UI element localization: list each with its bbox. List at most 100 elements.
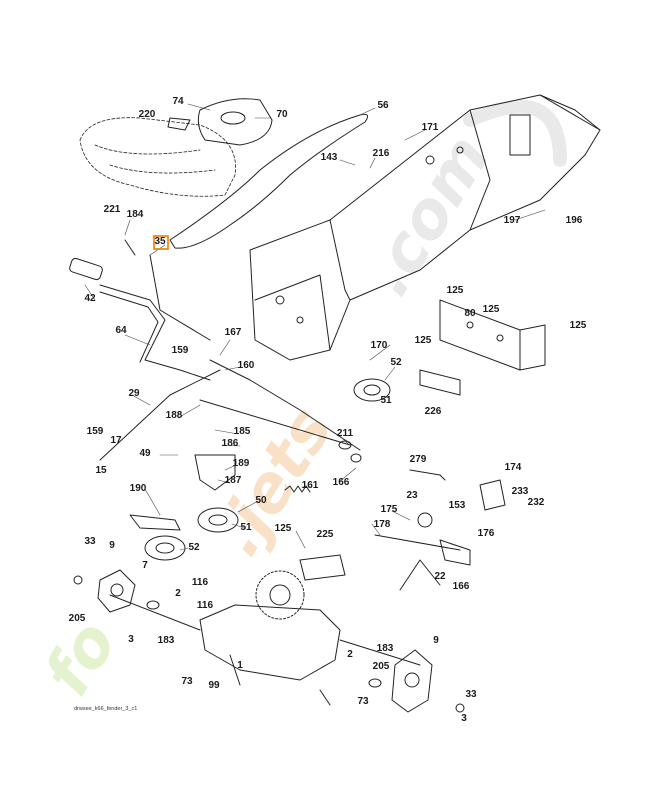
drive-belt bbox=[169, 113, 369, 249]
part-label-220: 220 bbox=[139, 109, 156, 120]
part-label-2: 2 bbox=[175, 588, 181, 599]
part-label-42: 42 bbox=[84, 293, 96, 304]
part-label-52: 52 bbox=[390, 357, 402, 368]
dash-cover-part bbox=[167, 98, 273, 146]
part-label-171: 171 bbox=[422, 122, 439, 133]
part-label-186: 186 bbox=[222, 438, 239, 449]
highlight-box bbox=[153, 235, 169, 250]
transaxle bbox=[109, 570, 421, 681]
pulley-52-upper bbox=[353, 378, 391, 402]
part-label-178: 178 bbox=[374, 519, 391, 530]
part-label-167: 167 bbox=[225, 327, 242, 338]
spring-161 bbox=[284, 485, 311, 493]
part-label-74: 74 bbox=[172, 96, 184, 107]
part-label-190: 190 bbox=[130, 483, 147, 494]
part-label-125: 125 bbox=[415, 335, 432, 346]
part-label-183: 183 bbox=[158, 635, 175, 646]
part-label-22: 22 bbox=[434, 571, 446, 582]
part-label-56: 56 bbox=[377, 100, 389, 111]
part-label-3: 3 bbox=[128, 634, 134, 645]
part-label-49: 49 bbox=[139, 448, 151, 459]
part-label-99: 99 bbox=[208, 680, 220, 691]
part-label-9: 9 bbox=[109, 540, 115, 551]
part-label-33: 33 bbox=[465, 689, 477, 700]
part-label-184: 184 bbox=[127, 209, 144, 220]
part-label-50: 50 bbox=[255, 495, 267, 506]
svg-text:.jets: .jets bbox=[201, 395, 348, 568]
part-label-73: 73 bbox=[357, 696, 369, 707]
part-label-23: 23 bbox=[406, 490, 418, 501]
part-label-3: 3 bbox=[461, 713, 467, 724]
part-label-15: 15 bbox=[95, 465, 107, 476]
part-label-205: 205 bbox=[373, 661, 390, 672]
hub-right bbox=[391, 649, 433, 713]
part-label-174: 174 bbox=[505, 462, 522, 473]
part-label-125: 125 bbox=[570, 320, 587, 331]
part-label-1: 1 bbox=[237, 660, 243, 671]
part-label-166: 166 bbox=[333, 477, 350, 488]
part-label-205: 205 bbox=[69, 613, 86, 624]
part-label-232: 232 bbox=[528, 497, 545, 508]
rod-29 bbox=[99, 369, 221, 461]
part-label-70: 70 bbox=[276, 109, 288, 120]
bracket-plate bbox=[439, 299, 546, 371]
part-label-279: 279 bbox=[410, 454, 427, 465]
part-label-73: 73 bbox=[181, 676, 193, 687]
lever-assembly bbox=[374, 469, 506, 591]
bracket-190 bbox=[129, 514, 181, 531]
bracket-226 bbox=[419, 369, 461, 396]
part-label-175: 175 bbox=[381, 504, 398, 515]
part-label-116: 116 bbox=[192, 577, 209, 588]
part-label-2: 2 bbox=[347, 649, 353, 660]
part-label-197: 197 bbox=[504, 215, 521, 226]
part-label-159: 159 bbox=[172, 345, 189, 356]
diagram-caption: drwsee_k66_fender_3_c1 bbox=[74, 706, 137, 712]
part-label-183: 183 bbox=[377, 643, 394, 654]
part-label-52: 52 bbox=[188, 542, 200, 553]
part-label-176: 176 bbox=[478, 528, 495, 539]
pedal-linkage bbox=[69, 239, 361, 451]
part-label-211: 211 bbox=[337, 428, 354, 439]
pulley-50 bbox=[197, 507, 239, 533]
pulley-52-lower bbox=[144, 535, 186, 561]
part-label-17: 17 bbox=[110, 435, 122, 446]
part-label-125: 125 bbox=[447, 285, 464, 296]
part-label-160: 160 bbox=[238, 360, 255, 371]
part-label-143: 143 bbox=[321, 152, 338, 163]
part-label-51: 51 bbox=[380, 395, 392, 406]
main-frame bbox=[249, 94, 601, 361]
part-label-80: 80 bbox=[464, 308, 476, 319]
part-label-33: 33 bbox=[84, 536, 96, 547]
part-label-161: 161 bbox=[302, 480, 319, 491]
part-label-153: 153 bbox=[449, 500, 466, 511]
part-label-221: 221 bbox=[104, 204, 121, 215]
part-label-35: 35 bbox=[154, 236, 166, 247]
part-label-189: 189 bbox=[233, 458, 250, 469]
part-label-125: 125 bbox=[483, 304, 500, 315]
part-label-166: 166 bbox=[453, 581, 470, 592]
part-label-29: 29 bbox=[128, 388, 140, 399]
bracket-225 bbox=[299, 554, 346, 581]
part-label-170: 170 bbox=[371, 340, 388, 351]
part-label-225: 225 bbox=[317, 529, 334, 540]
part-label-9: 9 bbox=[433, 635, 439, 646]
idler-arm bbox=[194, 454, 236, 491]
hub-left bbox=[97, 569, 136, 613]
part-label-188: 188 bbox=[166, 410, 183, 421]
part-label-216: 216 bbox=[373, 148, 390, 159]
shaft-211 bbox=[199, 399, 351, 446]
part-label-196: 196 bbox=[566, 215, 583, 226]
part-label-226: 226 bbox=[425, 406, 442, 417]
part-label-159: 159 bbox=[87, 426, 104, 437]
part-label-185: 185 bbox=[234, 426, 251, 437]
part-label-64: 64 bbox=[115, 325, 127, 336]
part-label-51: 51 bbox=[240, 522, 252, 533]
part-label-7: 7 bbox=[142, 560, 148, 571]
fender-panel bbox=[79, 117, 236, 197]
part-label-125: 125 bbox=[275, 523, 292, 534]
part-label-116: 116 bbox=[197, 600, 214, 611]
part-label-187: 187 bbox=[225, 475, 242, 486]
